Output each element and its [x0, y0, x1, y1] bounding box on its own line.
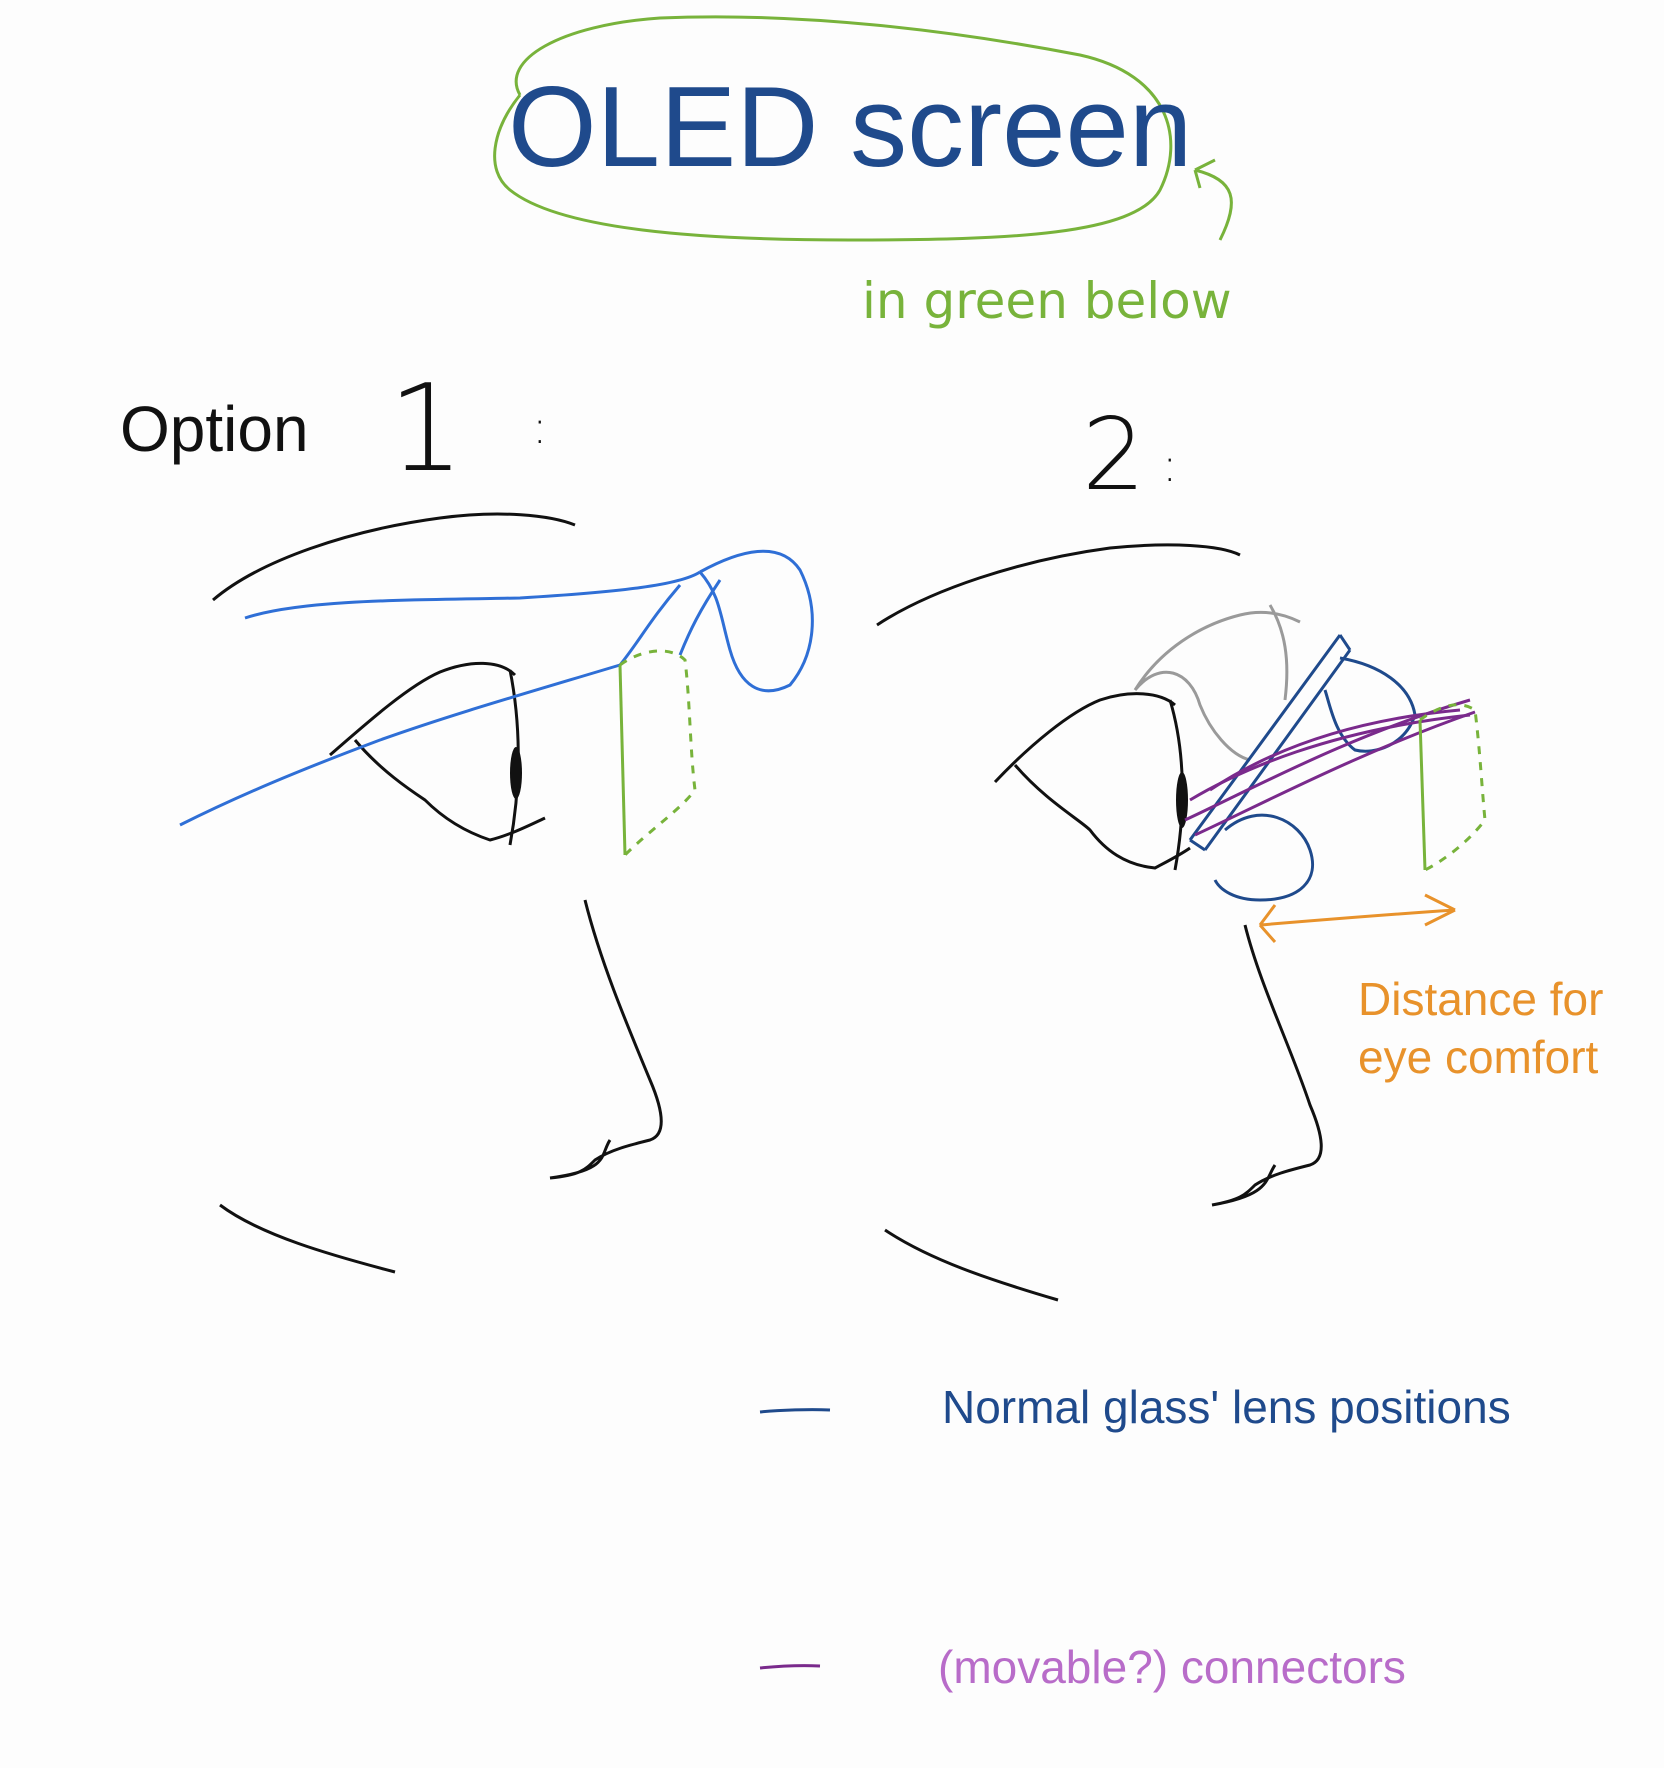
opt2-eye-lower — [1013, 764, 1191, 870]
opt2-lens-lower — [1213, 813, 1314, 902]
opt2-gray-frame — [1133, 604, 1301, 762]
opt1-eye-upper — [329, 661, 517, 757]
opt2-connector-2 — [1194, 710, 1476, 837]
option-1-colon: : — [532, 400, 548, 454]
option-2-number: 2 — [1082, 396, 1146, 513]
opt2-eye-upper — [993, 692, 1176, 784]
opt1-nose — [549, 899, 663, 1180]
opt1-oled-screen — [618, 664, 627, 856]
opt2-lens-frame — [1188, 634, 1352, 852]
opt1-arm-down — [618, 579, 722, 666]
opt2-connector-1 — [1184, 698, 1471, 822]
opt2-oled-screen — [1418, 719, 1427, 871]
opt2-connector-4 — [1209, 708, 1461, 792]
legend-mark-lens — [759, 1408, 831, 1414]
title-arrow — [1193, 158, 1233, 241]
option-label: Option — [120, 393, 309, 465]
opt1-jaw — [219, 1203, 396, 1274]
legend-connector-text: (movable?) connectors — [938, 1641, 1406, 1693]
title-ellipse — [493, 15, 1173, 242]
opt1-eye-lower — [353, 739, 546, 842]
opt2-jaw — [884, 1228, 1059, 1302]
option-2-colon: : — [1162, 438, 1178, 492]
opt1-pupil — [510, 747, 522, 799]
opt1-front-lens — [698, 549, 814, 693]
opt2-lens-upper — [1323, 656, 1417, 753]
page-title: OLED screen — [508, 64, 1193, 191]
opt2-nose — [1211, 924, 1323, 1207]
comfort-label-line1: Distance for — [1358, 973, 1604, 1025]
opt1-head-top — [212, 512, 576, 602]
opt1-temple-arm — [244, 570, 701, 620]
option-1-number: 1 — [388, 360, 465, 499]
legend-mark-connector — [759, 1664, 821, 1670]
opt2-oled-dashed — [1419, 703, 1487, 872]
opt1-lower-line — [179, 663, 621, 827]
comfort-label-line2: eye comfort — [1358, 1031, 1599, 1083]
distance-arrow — [1258, 893, 1456, 943]
opt2-head-top — [876, 543, 1241, 627]
opt1-oled-dashed — [619, 649, 697, 857]
opt2-pupil — [1176, 772, 1188, 828]
legend-lens-text: Normal glass' lens positions — [942, 1381, 1511, 1433]
title-note: in green below — [862, 272, 1232, 330]
